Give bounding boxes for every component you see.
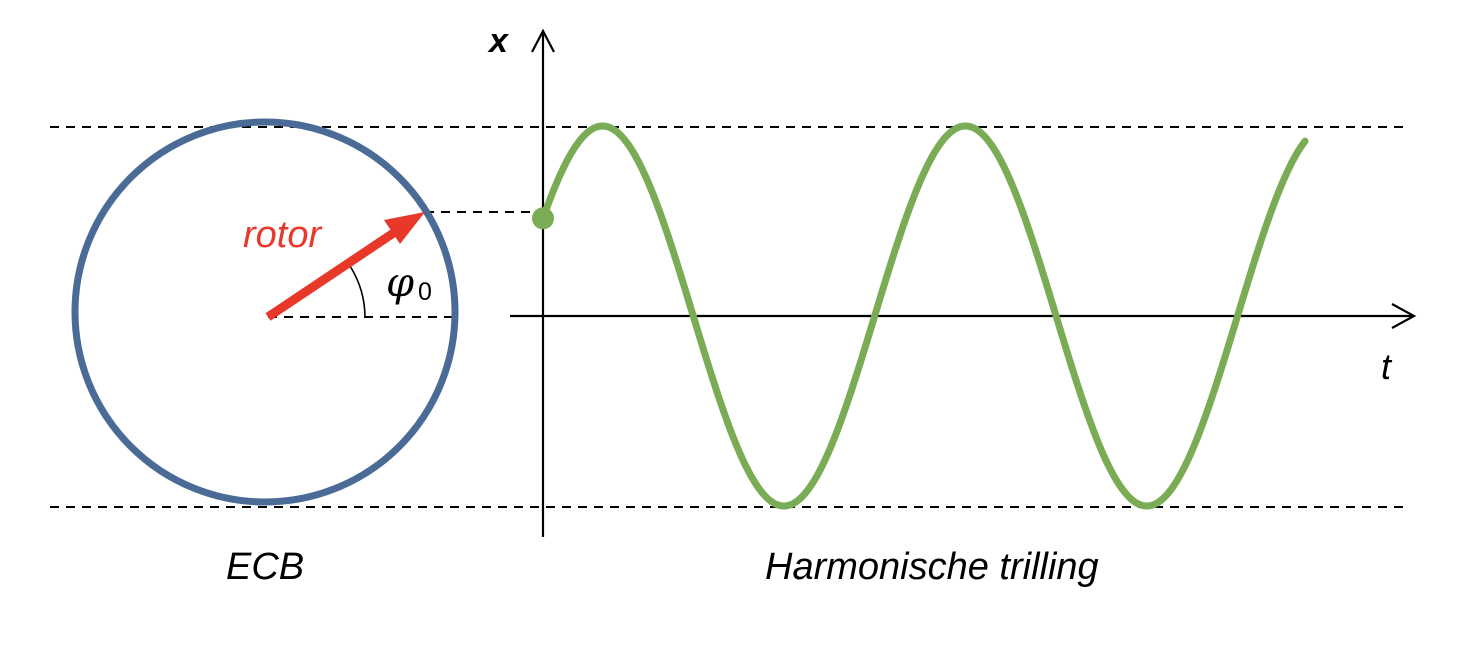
reference-circle [71,118,459,506]
ecb-caption: ECB [226,546,304,588]
t-axis-arrowhead [1391,303,1417,329]
phi-subscript: 0 [418,278,432,306]
rotor-label: rotor [243,214,322,256]
phi-symbol: φ [386,260,414,306]
angle-arc [349,265,366,318]
wave-start-point [532,207,554,230]
x-axis-arrowhead [531,28,555,53]
harmonic-caption: Harmonische trilling [765,546,1099,588]
t-axis-label: t [1381,346,1393,387]
harmonic-wave [539,122,1309,510]
rotor-arrow-head [384,212,425,244]
x-axis-label: x [487,22,510,60]
rotor-arrow-shaft [265,228,398,321]
